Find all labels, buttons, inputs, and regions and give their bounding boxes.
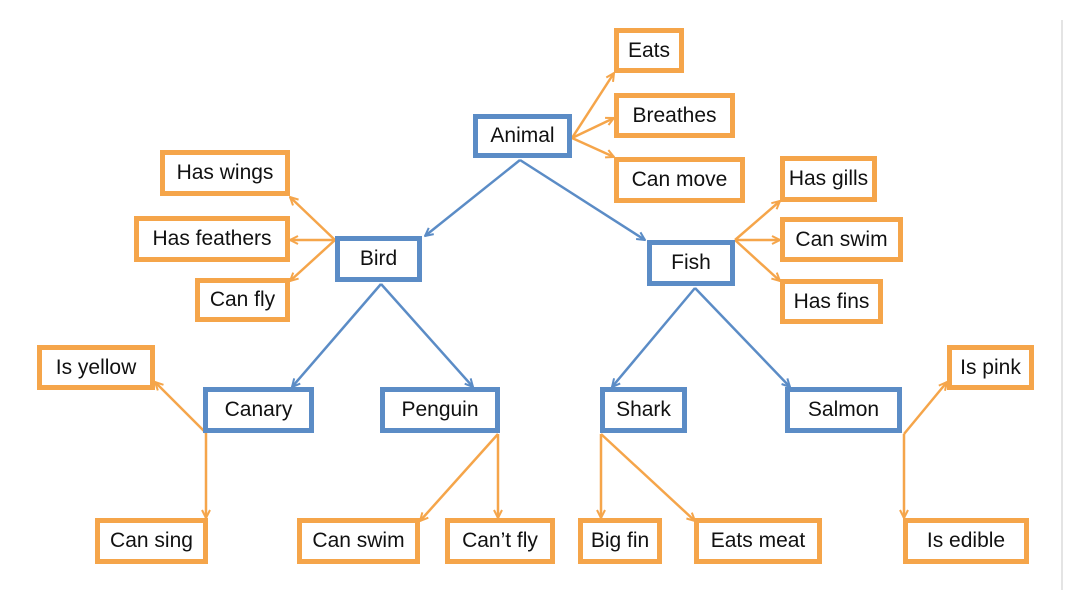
node-eatsmeat: Eats meat [694,518,822,564]
arrow-salmon-to-ispink [903,382,947,435]
node-bigfin: Big fin [578,518,662,564]
arrow-bird-to-haswings [290,197,336,241]
node-canmove: Can move [614,157,745,203]
arrow-canary-to-isyellow [155,382,207,434]
arrow-bird-to-canary [292,283,382,387]
node-hasfins: Has fins [780,279,883,324]
arrow-animal-to-fish [519,158,645,240]
arrow-fish-to-hasgills [734,201,780,241]
arrow-shark-to-eatsmeat [600,433,695,521]
node-animal: Animal [473,114,572,158]
arrow-penguin-to-canswimpenguin [420,433,499,521]
node-cansing: Can sing [95,518,208,564]
arrow-fish-to-hasfins [734,239,780,281]
arrow-fish-to-shark [612,287,696,387]
node-penguin: Penguin [380,387,500,433]
node-isedible: Is edible [903,518,1029,564]
arrow-fish-to-salmon [694,287,790,387]
arrow-animal-to-canmove [571,136,614,157]
arrow-animal-to-bird [425,159,521,236]
page-edge-divider [1061,20,1063,590]
arrow-bird-to-canfly [290,239,336,281]
node-canfly: Can fly [195,278,290,322]
node-isyellow: Is yellow [37,345,155,390]
node-salmon: Salmon [785,387,902,433]
node-canswimfish: Can swim [780,217,903,262]
node-hasfeathers: Has feathers [134,216,290,262]
node-fish: Fish [647,240,735,286]
arrow-animal-to-breathes [571,118,614,140]
node-eats: Eats [614,28,684,73]
arrow-animal-to-eats [570,73,614,139]
node-hasgills: Has gills [780,156,877,202]
node-cantfly: Can’t fly [445,518,555,564]
node-haswings: Has wings [160,150,290,196]
node-canswimpenguin: Can swim [297,518,420,564]
node-breathes: Breathes [614,93,735,138]
node-shark: Shark [600,387,687,433]
node-ispink: Is pink [947,345,1034,390]
node-canary: Canary [203,387,314,433]
node-bird: Bird [335,236,422,282]
arrow-bird-to-penguin [380,283,473,387]
